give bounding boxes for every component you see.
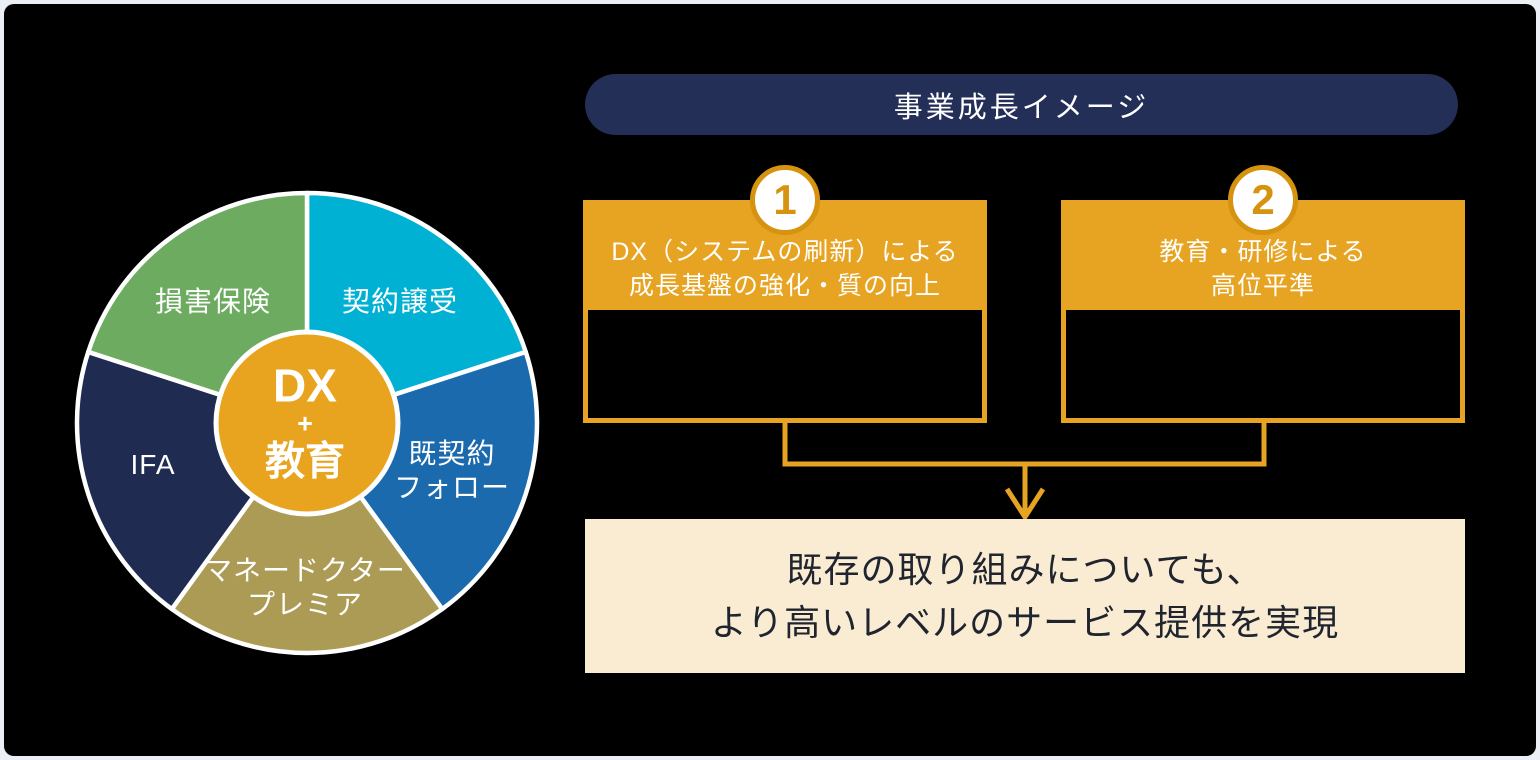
growth-wheel: 契約譲受 既契約 フォロー マネードクター プレミア IFA 損害保険 DX +… xyxy=(71,187,543,659)
wheel-label-money-doctor-premier: マネードクター プレミア xyxy=(204,555,406,620)
result-box: 既存の取り組みについても、 より高いレベルのサービス提供を実現 xyxy=(585,519,1465,673)
wheel-center-circle xyxy=(213,329,401,517)
step-box-2: 2 教育・研修による 高位平準 xyxy=(1061,165,1465,423)
section-title-text: 事業成長イメージ xyxy=(893,91,1150,124)
wheel-label-keiyaku-joju: 契約譲受 xyxy=(341,286,459,317)
step-1-title: DX（システムの刷新）による 成長基盤の強化・質の向上 xyxy=(583,200,987,310)
step-1-number-badge: 1 xyxy=(750,165,820,235)
step-1-body xyxy=(583,310,987,423)
wheel-label-ifa: IFA xyxy=(130,449,176,480)
wheel-segment-money-doctor-premier xyxy=(169,420,445,656)
wheel-label-songai-hoken: 損害保険 xyxy=(154,286,272,317)
growth-wheel-svg xyxy=(74,190,540,656)
step-box-1: 1 DX（システムの刷新）による 成長基盤の強化・質の向上 xyxy=(583,165,987,423)
section-title: 事業成長イメージ xyxy=(585,74,1458,135)
wheel-label-kikeiyaku-follow: 既契約 フォロー xyxy=(393,438,511,503)
step-2-number-badge: 2 xyxy=(1228,165,1298,235)
wheel-center-label: DX + 教育 xyxy=(265,359,345,484)
step-2-body xyxy=(1061,310,1465,423)
